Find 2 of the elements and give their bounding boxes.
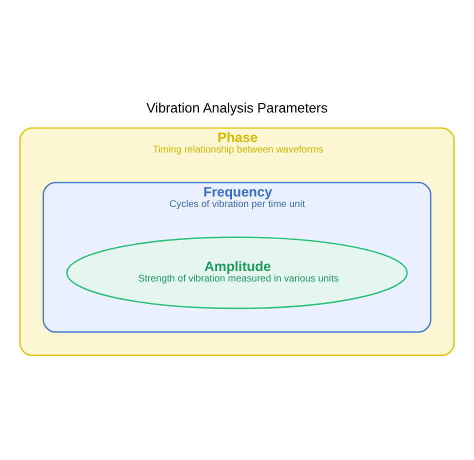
- diagram-title: Vibration Analysis Parameters: [146, 100, 328, 116]
- node-ellipse: Amplitude Strength of vibration measured in various units: [66, 236, 408, 309]
